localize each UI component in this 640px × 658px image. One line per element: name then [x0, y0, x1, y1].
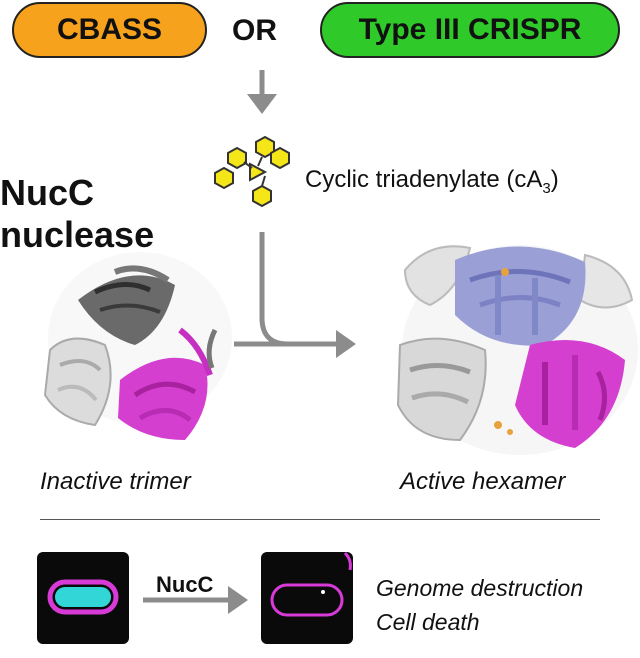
ligand-label-suffix: )	[550, 166, 559, 193]
ligand-label-subscript: 3	[542, 179, 551, 197]
cyclic-triadenylate-icon	[214, 135, 290, 208]
enzyme-title-line2: nuclease	[0, 214, 155, 255]
type-iii-crispr-label: Type III CRISPR	[358, 13, 582, 46]
inactive-trimer-structure	[43, 252, 232, 440]
outcome-genome-destruction: Genome destruction	[376, 575, 584, 601]
ligand-label-text: Cyclic triadenylate (cA	[305, 166, 543, 193]
active-hexamer-structure	[396, 245, 638, 455]
type-iii-crispr-pill: Type III CRISPR	[320, 2, 620, 58]
nucc-arrow-label: NucC	[156, 572, 214, 597]
or-label: OR	[232, 14, 277, 47]
nucc-treatment-arrow	[143, 586, 248, 614]
enzyme-title-line1: NucC	[0, 172, 95, 213]
ligand-label: Cyclic triadenylate (cA3)	[305, 166, 559, 197]
activation-arrowhead	[336, 330, 356, 358]
cell-before-image	[37, 552, 129, 644]
cbass-pill: CBASS	[12, 2, 207, 58]
divider	[40, 519, 600, 520]
outcome-cell-death: Cell death	[376, 609, 480, 635]
enzyme-title: NucC nuclease	[0, 172, 154, 256]
active-hexamer-caption: Active hexamer	[400, 468, 566, 495]
cell-after-image	[261, 551, 353, 644]
inactive-trimer-caption: Inactive trimer	[40, 468, 191, 495]
down-arrow	[247, 70, 277, 114]
activation-arrow	[234, 232, 338, 347]
cbass-label: CBASS	[56, 13, 162, 46]
